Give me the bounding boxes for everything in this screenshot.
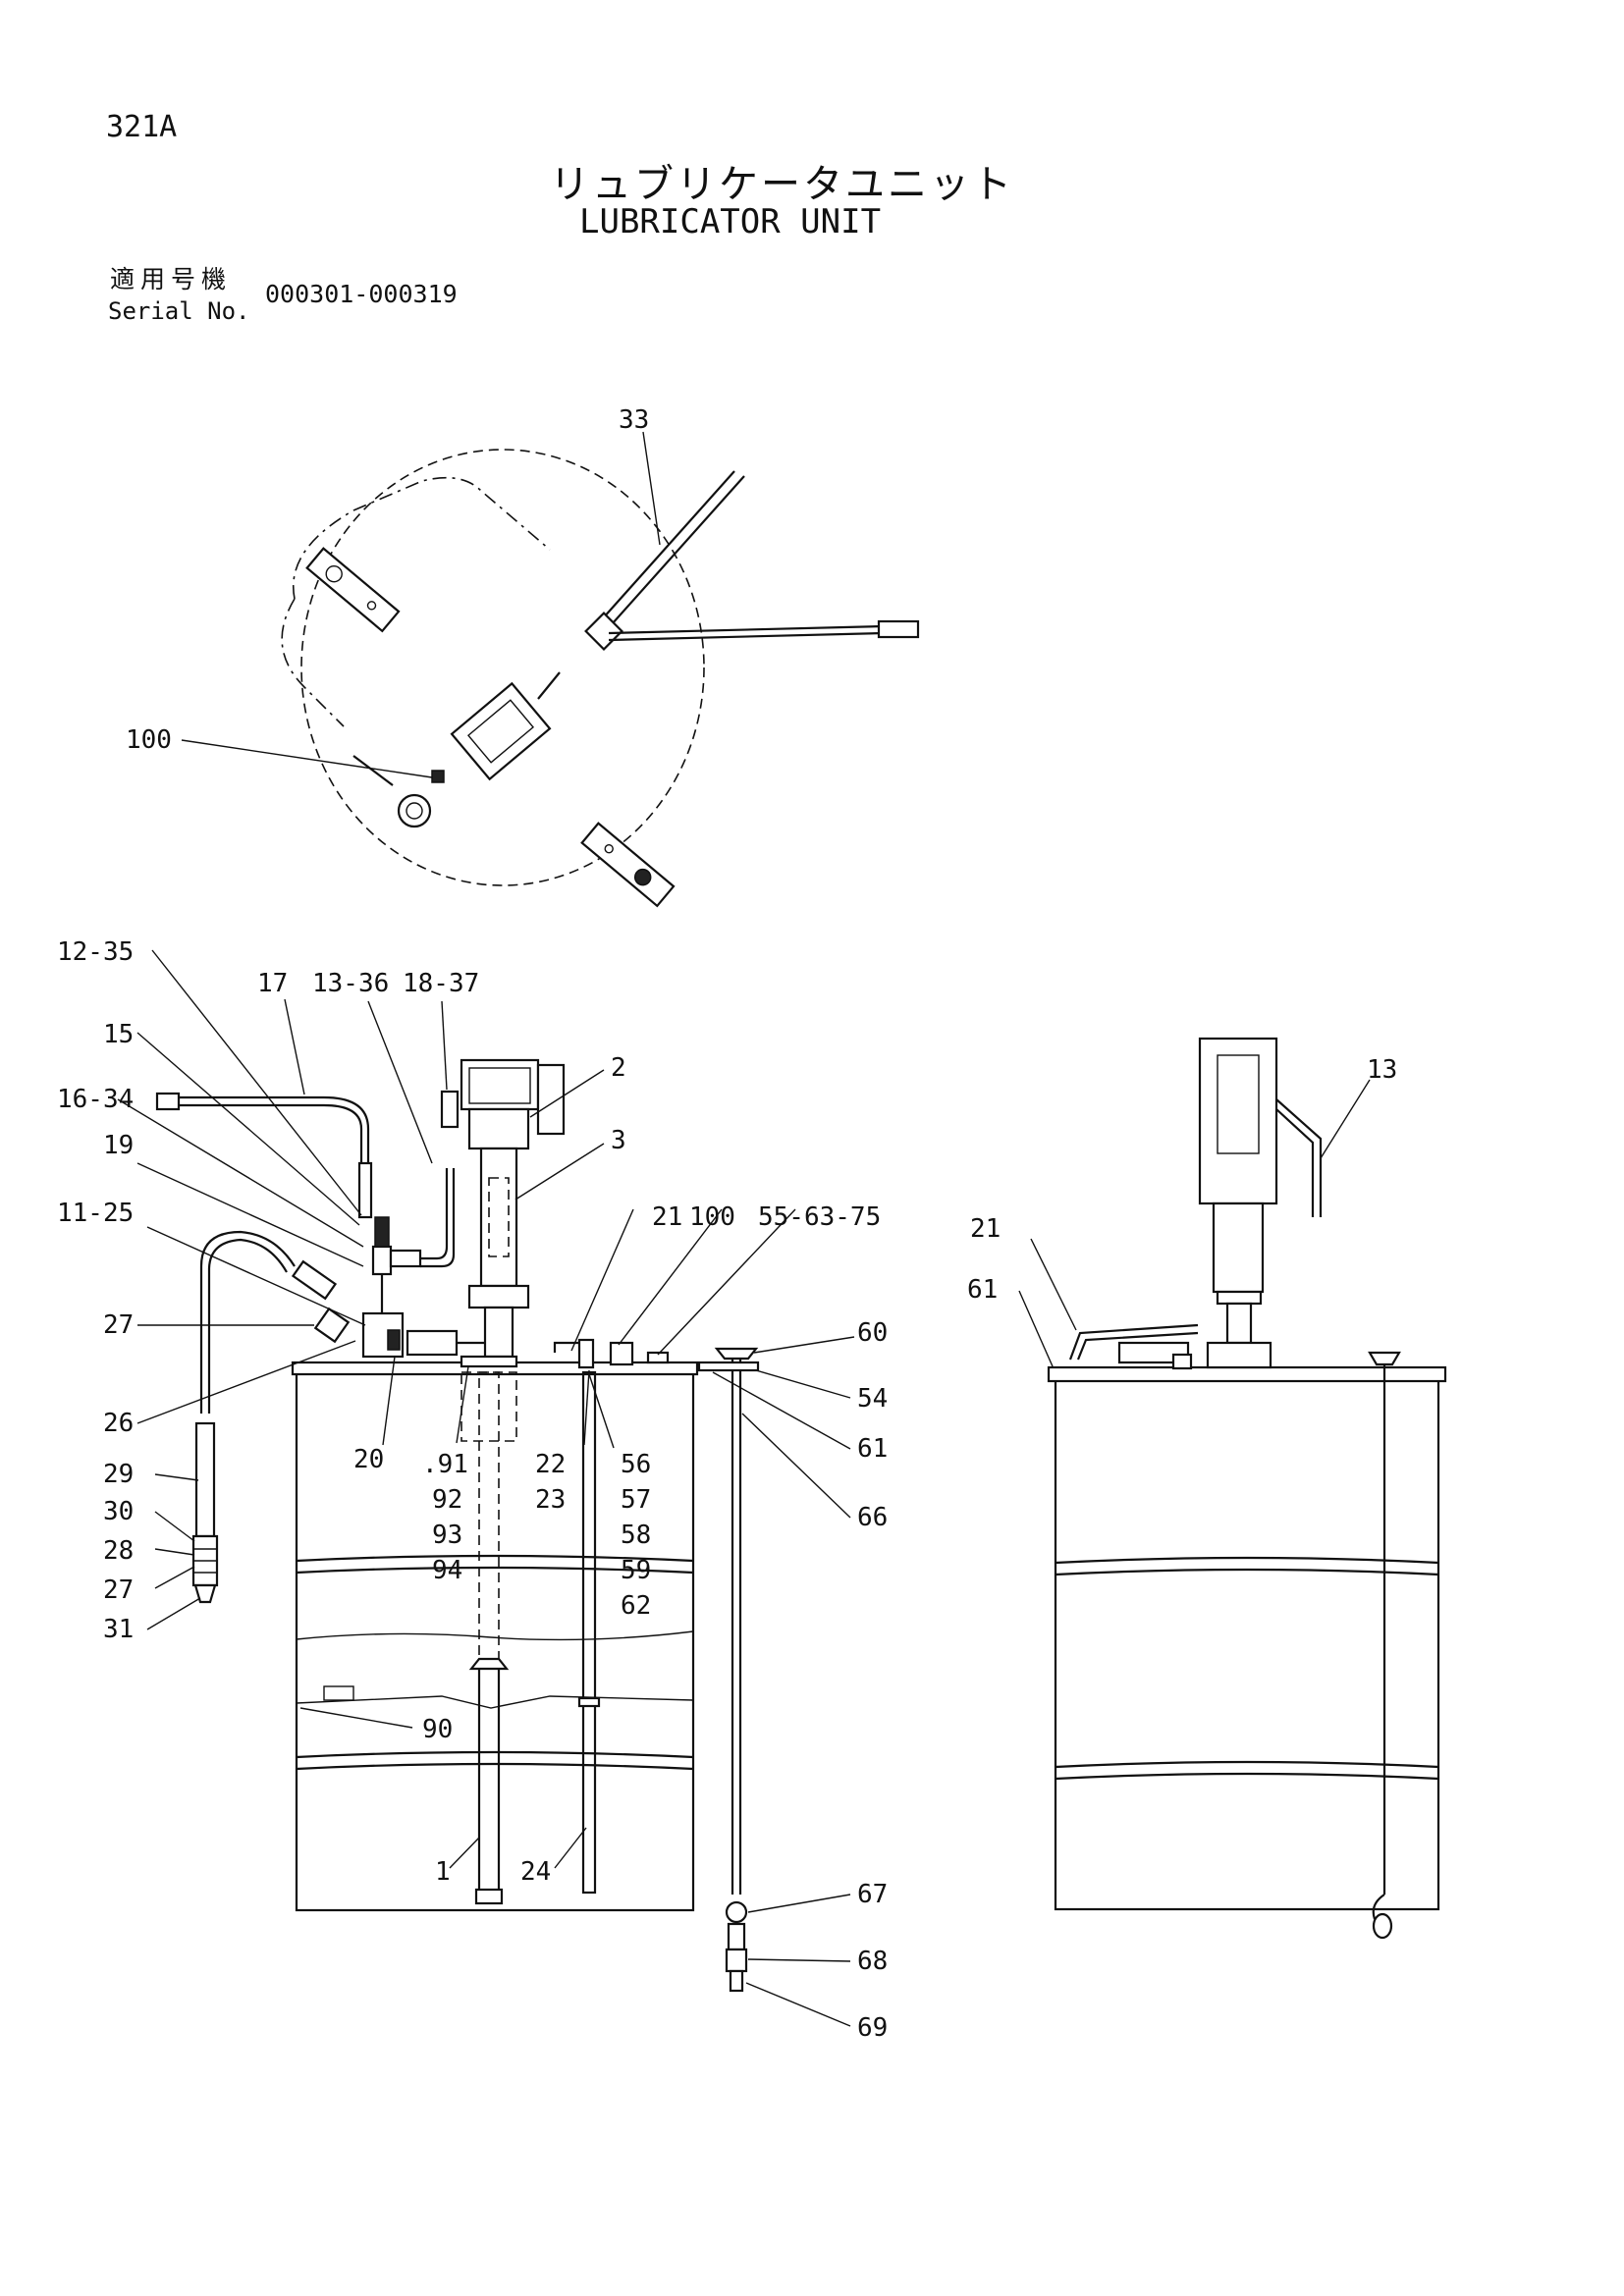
callout: 30: [103, 1497, 134, 1526]
callout: 29: [103, 1460, 134, 1489]
wing-nut-60: [714, 1347, 759, 1361]
plug-100: [609, 1341, 634, 1366]
callout: 28: [103, 1536, 134, 1566]
pump-cylinder-3: [479, 1147, 518, 1288]
callout: 59: [621, 1556, 651, 1585]
callout: 24: [520, 1857, 551, 1887]
callout: 12-35: [57, 937, 134, 967]
callout: 19: [103, 1131, 134, 1160]
hose-top-right: [608, 624, 885, 635]
pump-motor-side: [1198, 1037, 1278, 1205]
serial-range: 000301-000319: [265, 280, 458, 308]
drum-outline-top: [300, 449, 705, 886]
suction-tube-1: [477, 1665, 501, 1895]
hose-path-top: [293, 476, 551, 600]
bracket-top-left: [305, 547, 401, 633]
callout: 56: [621, 1450, 651, 1479]
callout: 62: [621, 1591, 651, 1621]
callout: 66: [857, 1503, 888, 1532]
page-title-japanese: リュブリケータユニット: [550, 162, 1014, 207]
drum-body-side: [1054, 1377, 1440, 1911]
callout: 18-37: [403, 969, 479, 998]
outlet-fitting-20: [406, 1329, 459, 1357]
callout: 16-34: [57, 1085, 134, 1114]
handle-13: [1275, 1098, 1323, 1217]
callout: 27: [103, 1310, 134, 1340]
suction-tube-dashed: [478, 1371, 500, 1668]
callout: 31: [103, 1615, 134, 1644]
eye-67: [725, 1900, 748, 1924]
hose-17: [175, 1095, 370, 1163]
callout: 67: [857, 1880, 888, 1909]
top-view: 33 100: [126, 405, 920, 908]
callout: 13-36: [312, 969, 389, 998]
pump-head-top: [450, 681, 552, 781]
callout: 20: [353, 1445, 384, 1474]
callout: 27: [103, 1575, 134, 1605]
callout: 21: [652, 1202, 682, 1232]
callout: 15: [103, 1020, 134, 1049]
callout: 55-63-75: [758, 1202, 881, 1232]
page-title: LUBRICATOR UNIT: [579, 202, 882, 241]
handle-33: [593, 470, 735, 629]
callout: 1: [435, 1857, 451, 1887]
callout: 23: [535, 1485, 566, 1515]
callout: 22: [535, 1450, 566, 1479]
callout: 57: [621, 1485, 651, 1515]
callout: 26: [103, 1409, 134, 1438]
drum-lid-side: [1047, 1365, 1447, 1383]
callout: 100: [689, 1202, 735, 1232]
side-view: 13 21 61: [967, 1037, 1447, 1940]
callout: 13: [1367, 1055, 1397, 1085]
callout: 54: [857, 1384, 888, 1414]
callout: 100: [126, 725, 172, 755]
bracket-bottom-right: [580, 822, 676, 908]
callout: 61: [857, 1434, 888, 1464]
front-view: 12-35 17 13-36 18-37 15 2 16-34 3 19 11-…: [57, 937, 888, 2043]
callout: 58: [621, 1521, 651, 1550]
follower-rod-24: [581, 1370, 597, 1895]
grease-level: [296, 1630, 694, 1641]
hose-21-side: [1068, 1323, 1199, 1361]
callout: 93: [432, 1521, 462, 1550]
callout: 2: [611, 1053, 626, 1083]
callout: 21: [970, 1214, 1001, 1244]
hose-29: [199, 1230, 296, 1414]
callout: 68: [857, 1947, 888, 1976]
page-code: 321A: [106, 110, 178, 144]
callout: 69: [857, 2013, 888, 2043]
serial-label: Serial No.: [108, 297, 250, 325]
callout: 60: [857, 1318, 888, 1348]
callout: 90: [422, 1715, 453, 1744]
callout: 61: [967, 1275, 998, 1305]
callout: 33: [619, 405, 649, 435]
serial-label-japanese: 適用号機: [110, 265, 233, 294]
callout: .91: [422, 1450, 468, 1479]
callout: 11-25: [57, 1199, 134, 1228]
suction-fitting-top: [397, 793, 432, 828]
callout: 17: [257, 969, 288, 998]
callout: 92: [432, 1485, 462, 1515]
callout: 94: [432, 1556, 462, 1585]
callout: 3: [611, 1126, 626, 1155]
